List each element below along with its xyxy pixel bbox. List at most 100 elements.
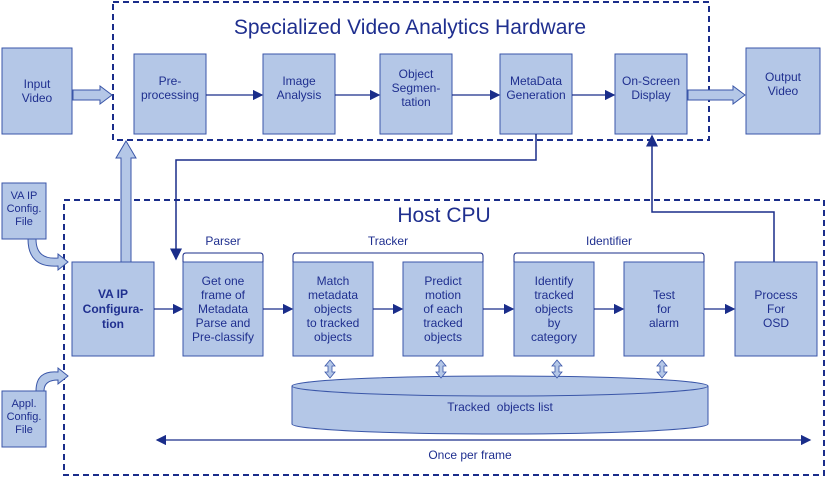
label-line: MetaData xyxy=(510,74,562,88)
label-line: to tracked xyxy=(307,316,360,330)
predict-step-box xyxy=(402,261,484,357)
label-line: objects xyxy=(424,330,462,344)
label-line: Image xyxy=(282,74,316,88)
process-osd-box xyxy=(734,261,818,357)
input-block-arrow xyxy=(72,85,113,105)
label-line: On-Screen xyxy=(622,74,680,88)
label-line: Display xyxy=(631,88,670,102)
tracked-objects-list-label: Tracked objects list xyxy=(447,400,553,414)
label-line: for xyxy=(657,302,671,316)
label-line: objects xyxy=(535,302,573,316)
image-analysis-box xyxy=(262,53,336,135)
output-video-box xyxy=(745,47,821,135)
label-line: VA IP xyxy=(11,190,38,202)
double-arrows xyxy=(324,359,668,379)
object-segmentation-box xyxy=(379,53,453,135)
parser-brace xyxy=(182,252,264,262)
label-line: Parse and xyxy=(196,316,251,330)
parser-group-label: Parser xyxy=(205,234,240,248)
label-line: Identify xyxy=(535,274,574,288)
label-line: Get one xyxy=(202,274,245,288)
label-line: Video xyxy=(768,84,799,98)
label-line: Process xyxy=(754,288,797,302)
preprocessing-box xyxy=(133,53,207,135)
label-line: objects xyxy=(314,330,352,344)
label-line: Appl. xyxy=(11,398,36,410)
label-line: Output xyxy=(765,70,802,84)
label-line: For xyxy=(767,302,785,316)
label-line: VA IP xyxy=(98,287,128,301)
label-line: Object xyxy=(399,67,434,81)
tracked-objects-cylinder xyxy=(291,386,709,435)
label-line: Segmen- xyxy=(392,81,441,95)
double-arrow-predict xyxy=(435,359,447,379)
identifier-brace xyxy=(513,252,705,262)
label-line: processing xyxy=(141,88,199,102)
label-line: objects xyxy=(314,302,352,316)
parser-step-box xyxy=(182,261,264,357)
label-line: File xyxy=(15,216,33,228)
preprocessing-label: Pre-processing xyxy=(141,74,199,102)
label-line: Pre-classify xyxy=(192,330,254,344)
label-line: Config. xyxy=(7,203,42,215)
va-config-curved-arrow xyxy=(27,238,69,272)
tracker-brace xyxy=(292,252,484,262)
identifier-group-label: Identifier xyxy=(586,234,632,248)
arrow-metadata-to-parser xyxy=(170,134,537,261)
label-line: category xyxy=(531,330,577,344)
label-line: Analysis xyxy=(277,88,322,102)
label-line: Predict xyxy=(424,274,462,288)
label-line: tracked xyxy=(534,288,573,302)
label-line: tion xyxy=(102,317,124,331)
label-line: Generation xyxy=(506,88,565,102)
label-line: alarm xyxy=(649,316,679,330)
once-per-frame-label: Once per frame xyxy=(428,448,512,462)
tracker-group-label: Tracker xyxy=(368,234,408,248)
arrow-process-to-osd xyxy=(646,134,775,262)
double-arrow-match xyxy=(324,359,336,379)
label-line: OSD xyxy=(763,316,789,330)
appl-config-file-box xyxy=(1,390,47,448)
label-line: Configura- xyxy=(83,302,144,316)
va-ip-configuration-box xyxy=(71,261,155,357)
label-line: Match xyxy=(317,274,350,288)
appl-config-curved-arrow xyxy=(35,366,69,392)
input-video-box xyxy=(1,47,73,135)
hardware-title: Specialized Video Analytics Hardware xyxy=(234,16,586,39)
label-line: metadata xyxy=(308,288,358,302)
label-line: motion xyxy=(425,288,461,302)
label-line: tation xyxy=(401,95,430,109)
label-line: Test xyxy=(653,288,676,302)
label-line: File xyxy=(15,424,33,436)
host-cpu-title: Host CPU xyxy=(397,204,490,227)
label-line: Metadata xyxy=(198,302,248,316)
double-arrow-identify xyxy=(551,359,563,379)
label-line: of each xyxy=(423,302,462,316)
label-line: Pre- xyxy=(159,74,182,88)
hardware-container xyxy=(112,1,710,141)
config-up-block-arrow xyxy=(115,140,137,263)
label-line: frame of xyxy=(201,288,246,302)
double-arrow-test xyxy=(656,359,668,379)
host-cpu-container xyxy=(63,199,825,476)
label-line: Input xyxy=(24,77,51,91)
on-screen-display-box xyxy=(614,53,688,135)
va-config-file-box xyxy=(1,182,47,240)
tracked-objects-cylinder-top xyxy=(291,375,709,397)
label-line: Config. xyxy=(7,411,42,423)
